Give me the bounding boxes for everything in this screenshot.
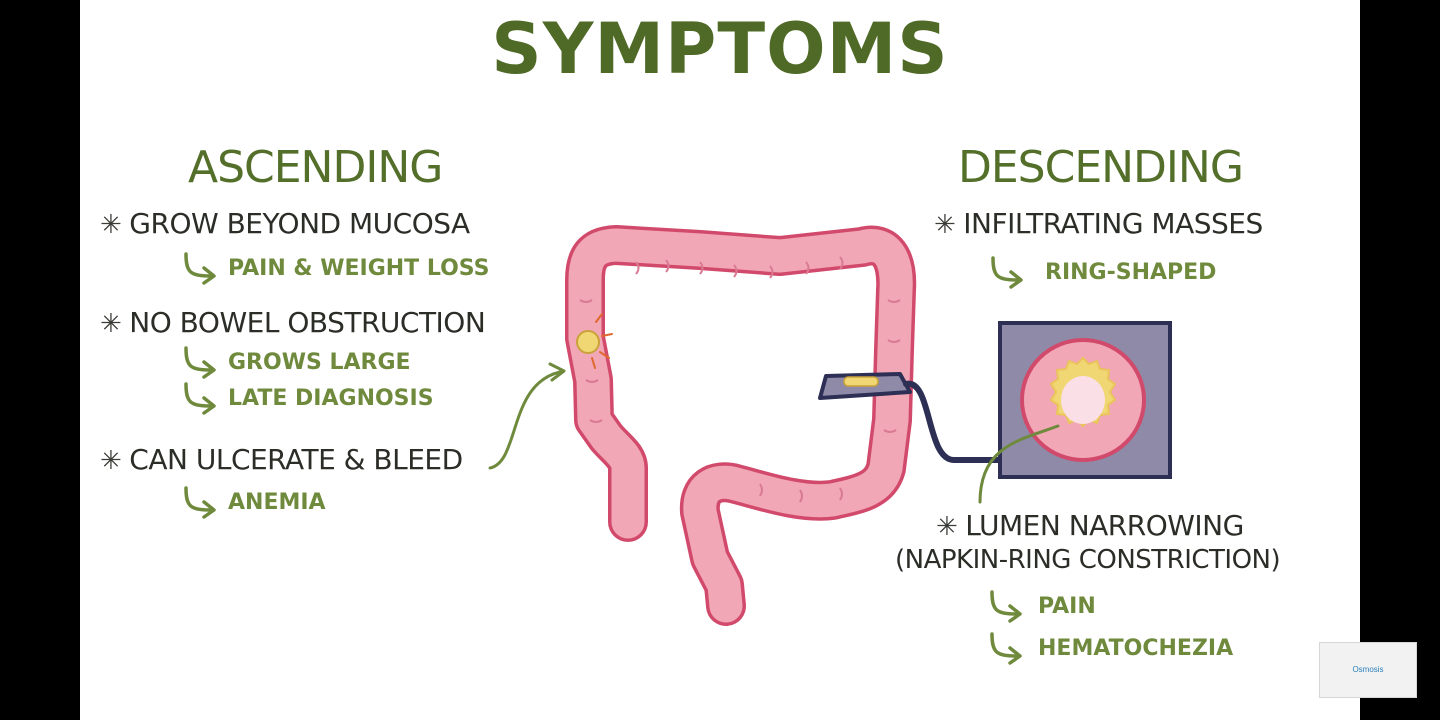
descending-point-1-text: INFILTRATING MASSES: [963, 207, 1263, 240]
descending-point-1: ✳INFILTRATING MASSES: [934, 207, 1263, 240]
curved-arrow-icon: [990, 590, 1022, 623]
ascending-point-3-text: CAN ULCERATE & BLEED: [129, 443, 463, 476]
asterisk-icon: ✳: [100, 210, 122, 240]
curved-arrow-icon: [184, 252, 216, 285]
lumen-pointer: [978, 424, 1060, 504]
ascending-sub-2-2: LATE DIAGNOSIS: [228, 386, 434, 411]
colon-body: [568, 228, 913, 623]
ascending-point-3: ✳CAN ULCERATE & BLEED: [100, 443, 463, 476]
descending-point-2-text: LUMEN NARROWING: [965, 509, 1244, 542]
curved-arrow-icon: [991, 256, 1023, 289]
curved-arrow-icon: [990, 632, 1022, 665]
asterisk-icon: ✳: [100, 446, 122, 476]
ascending-heading: ASCENDING: [188, 142, 443, 193]
ascending-sub-2-1: GROWS LARGE: [228, 350, 411, 375]
pointer-arrowhead: [548, 362, 566, 382]
curved-arrow-icon: [184, 382, 216, 415]
asterisk-icon: ✳: [934, 210, 956, 240]
inset-connector: [903, 380, 1005, 463]
descending-sub-1-1: RING-SHAPED: [1045, 260, 1217, 285]
ascending-point-1-text: GROW BEYOND MUCOSA: [129, 207, 470, 240]
asterisk-icon: ✳: [100, 309, 122, 339]
curved-arrow-icon: [184, 346, 216, 379]
logo-watermark: Osmosis: [1319, 642, 1417, 698]
ascending-sub-1-1: PAIN & WEIGHT LOSS: [228, 256, 490, 281]
descending-point-2: ✳LUMEN NARROWING: [936, 509, 1244, 542]
asterisk-icon: ✳: [936, 512, 958, 542]
ring-lesion: [818, 372, 912, 400]
ascending-point-2-text: NO BOWEL OBSTRUCTION: [129, 306, 486, 339]
cross-section-inset: [998, 321, 1172, 479]
page-title: SYMPTOMS: [491, 8, 949, 90]
descending-point-2-text2: (NAPKIN-RING CONSTRICTION): [895, 545, 1281, 575]
pointer-arrow: [488, 370, 562, 470]
colon-diagram: [488, 225, 1172, 626]
ascending-tumor: [576, 313, 613, 369]
descending-heading: DESCENDING: [958, 142, 1244, 193]
descending-sub-2-1: PAIN: [1038, 594, 1096, 619]
curved-arrow-icon: [184, 486, 216, 519]
slide: SYMPTOMS ASCENDING ✳GROW BEYOND MUCOSA P…: [80, 0, 1360, 720]
descending-sub-2-2: HEMATOCHEZIA: [1038, 636, 1234, 661]
ascending-point-1: ✳GROW BEYOND MUCOSA: [100, 207, 470, 240]
ascending-sub-3-1: ANEMIA: [228, 490, 326, 515]
ascending-point-2: ✳NO BOWEL OBSTRUCTION: [100, 306, 486, 339]
colon-outline: [565, 225, 917, 626]
logo-text: Osmosis: [1352, 665, 1384, 674]
